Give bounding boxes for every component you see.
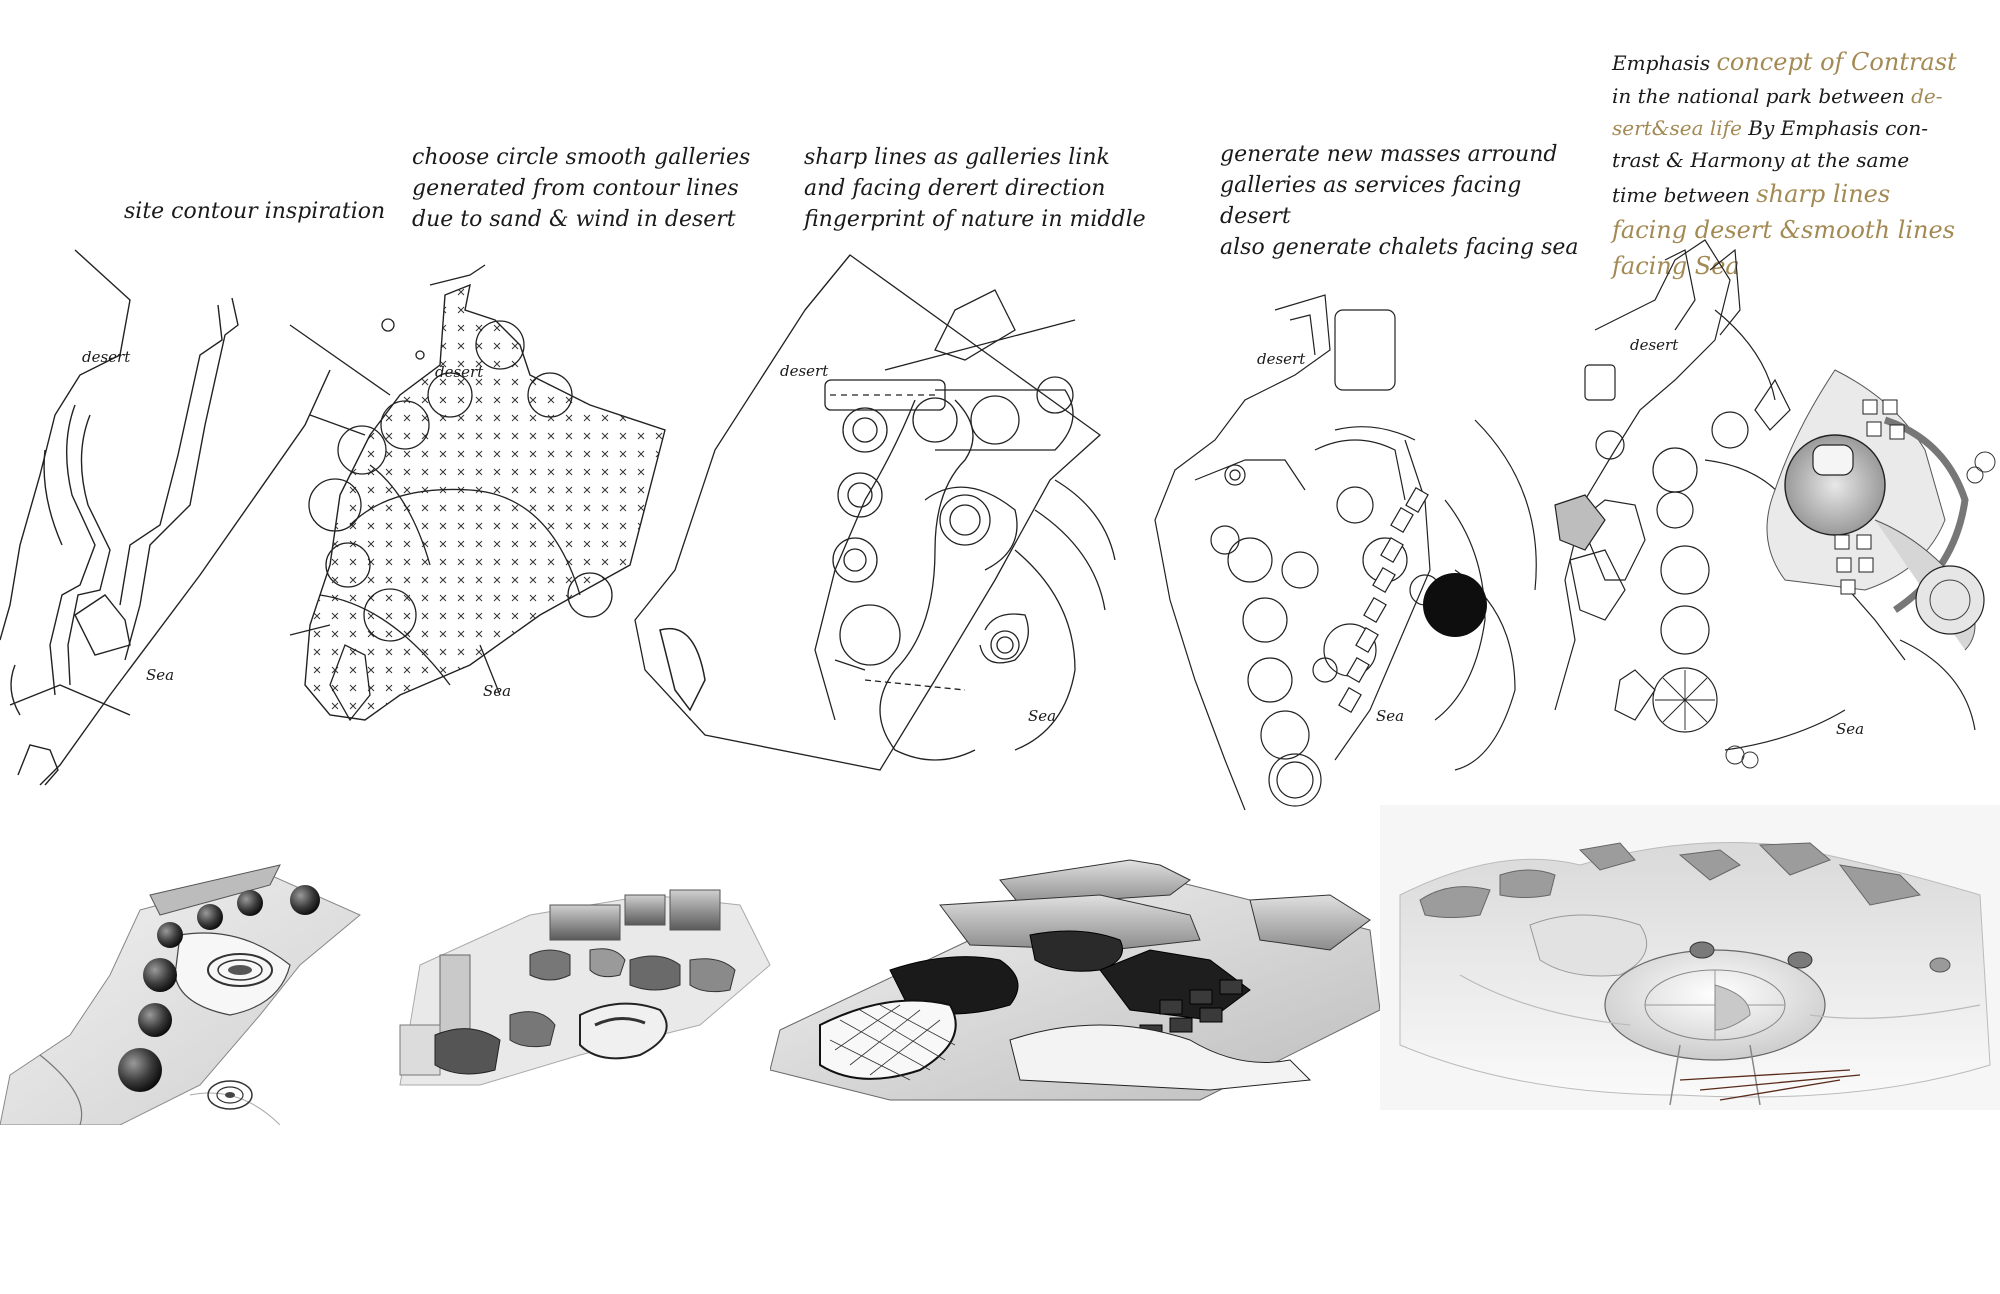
emphasis-highlight: facing desert &smooth lines — [1612, 216, 1955, 244]
caption-step-2: choose circle smooth galleries generated… — [412, 142, 750, 235]
caption-line: desert — [1220, 204, 1291, 229]
caption-line: fingerprint of nature in middle — [804, 207, 1146, 232]
map-label-desert: desert — [780, 362, 829, 380]
massing-render-2 — [399, 889, 771, 1086]
caption-line: site contour inspiration — [124, 199, 386, 224]
caption-step-1: site contour inspiration — [124, 196, 385, 227]
map-label-desert: desert — [1257, 350, 1306, 368]
emphasis-highlight: de- — [1911, 84, 1943, 108]
emphasis-highlight: concept of Contrast — [1716, 48, 1957, 76]
emphasis-text: time between — [1612, 183, 1757, 207]
caption-line: sharp lines as galleries link — [804, 145, 1110, 170]
caption-step-4: generate new masses arround galleries as… — [1220, 139, 1579, 263]
emphasis-highlight: facing Sea — [1612, 252, 1740, 280]
site-plan-masses — [1154, 294, 1537, 811]
massing-render-4 — [1380, 805, 2000, 1110]
emphasis-highlight: sert&sea life — [1612, 116, 1742, 140]
emphasis-text: in the national park between — [1612, 84, 1912, 108]
massing-render-1 — [0, 864, 361, 1125]
caption-line: also generate chalets facing sea — [1220, 235, 1579, 260]
site-plan-contour — [0, 249, 331, 786]
emphasis-note: Emphasis concept of Contrast in the nati… — [1612, 44, 1957, 284]
map-label-desert: desert — [82, 348, 131, 366]
map-label-sea: Sea — [483, 682, 512, 700]
caption-line: generate new masses arround — [1220, 142, 1558, 167]
map-label-sea: Sea — [1376, 707, 1405, 725]
emphasis-highlight: sharp lines — [1756, 180, 1891, 208]
map-label-sea: Sea — [1836, 720, 1865, 738]
caption-step-3: sharp lines as galleries link and facing… — [804, 142, 1146, 235]
map-label-desert: desert — [1630, 336, 1679, 354]
caption-line: and facing derert direction — [804, 176, 1106, 201]
map-label-sea: Sea — [1028, 707, 1057, 725]
emphasis-text: trast & Harmony at the same — [1612, 148, 1910, 172]
caption-line: choose circle smooth galleries — [412, 145, 751, 170]
site-plan-final — [1554, 239, 1996, 769]
map-label-desert: desert — [435, 363, 484, 381]
caption-line: due to sand & wind in desert — [412, 207, 736, 232]
emphasis-text: Emphasis — [1612, 51, 1717, 75]
site-plan-galleries — [289, 264, 666, 722]
caption-line: galleries as services facing — [1220, 173, 1522, 198]
site-plan-sharp-lines — [634, 254, 1116, 771]
caption-line: generated from contour lines — [412, 176, 739, 201]
massing-render-3 — [770, 859, 1381, 1101]
map-label-sea: Sea — [146, 666, 175, 684]
emphasis-text: By Emphasis con- — [1741, 116, 1928, 140]
